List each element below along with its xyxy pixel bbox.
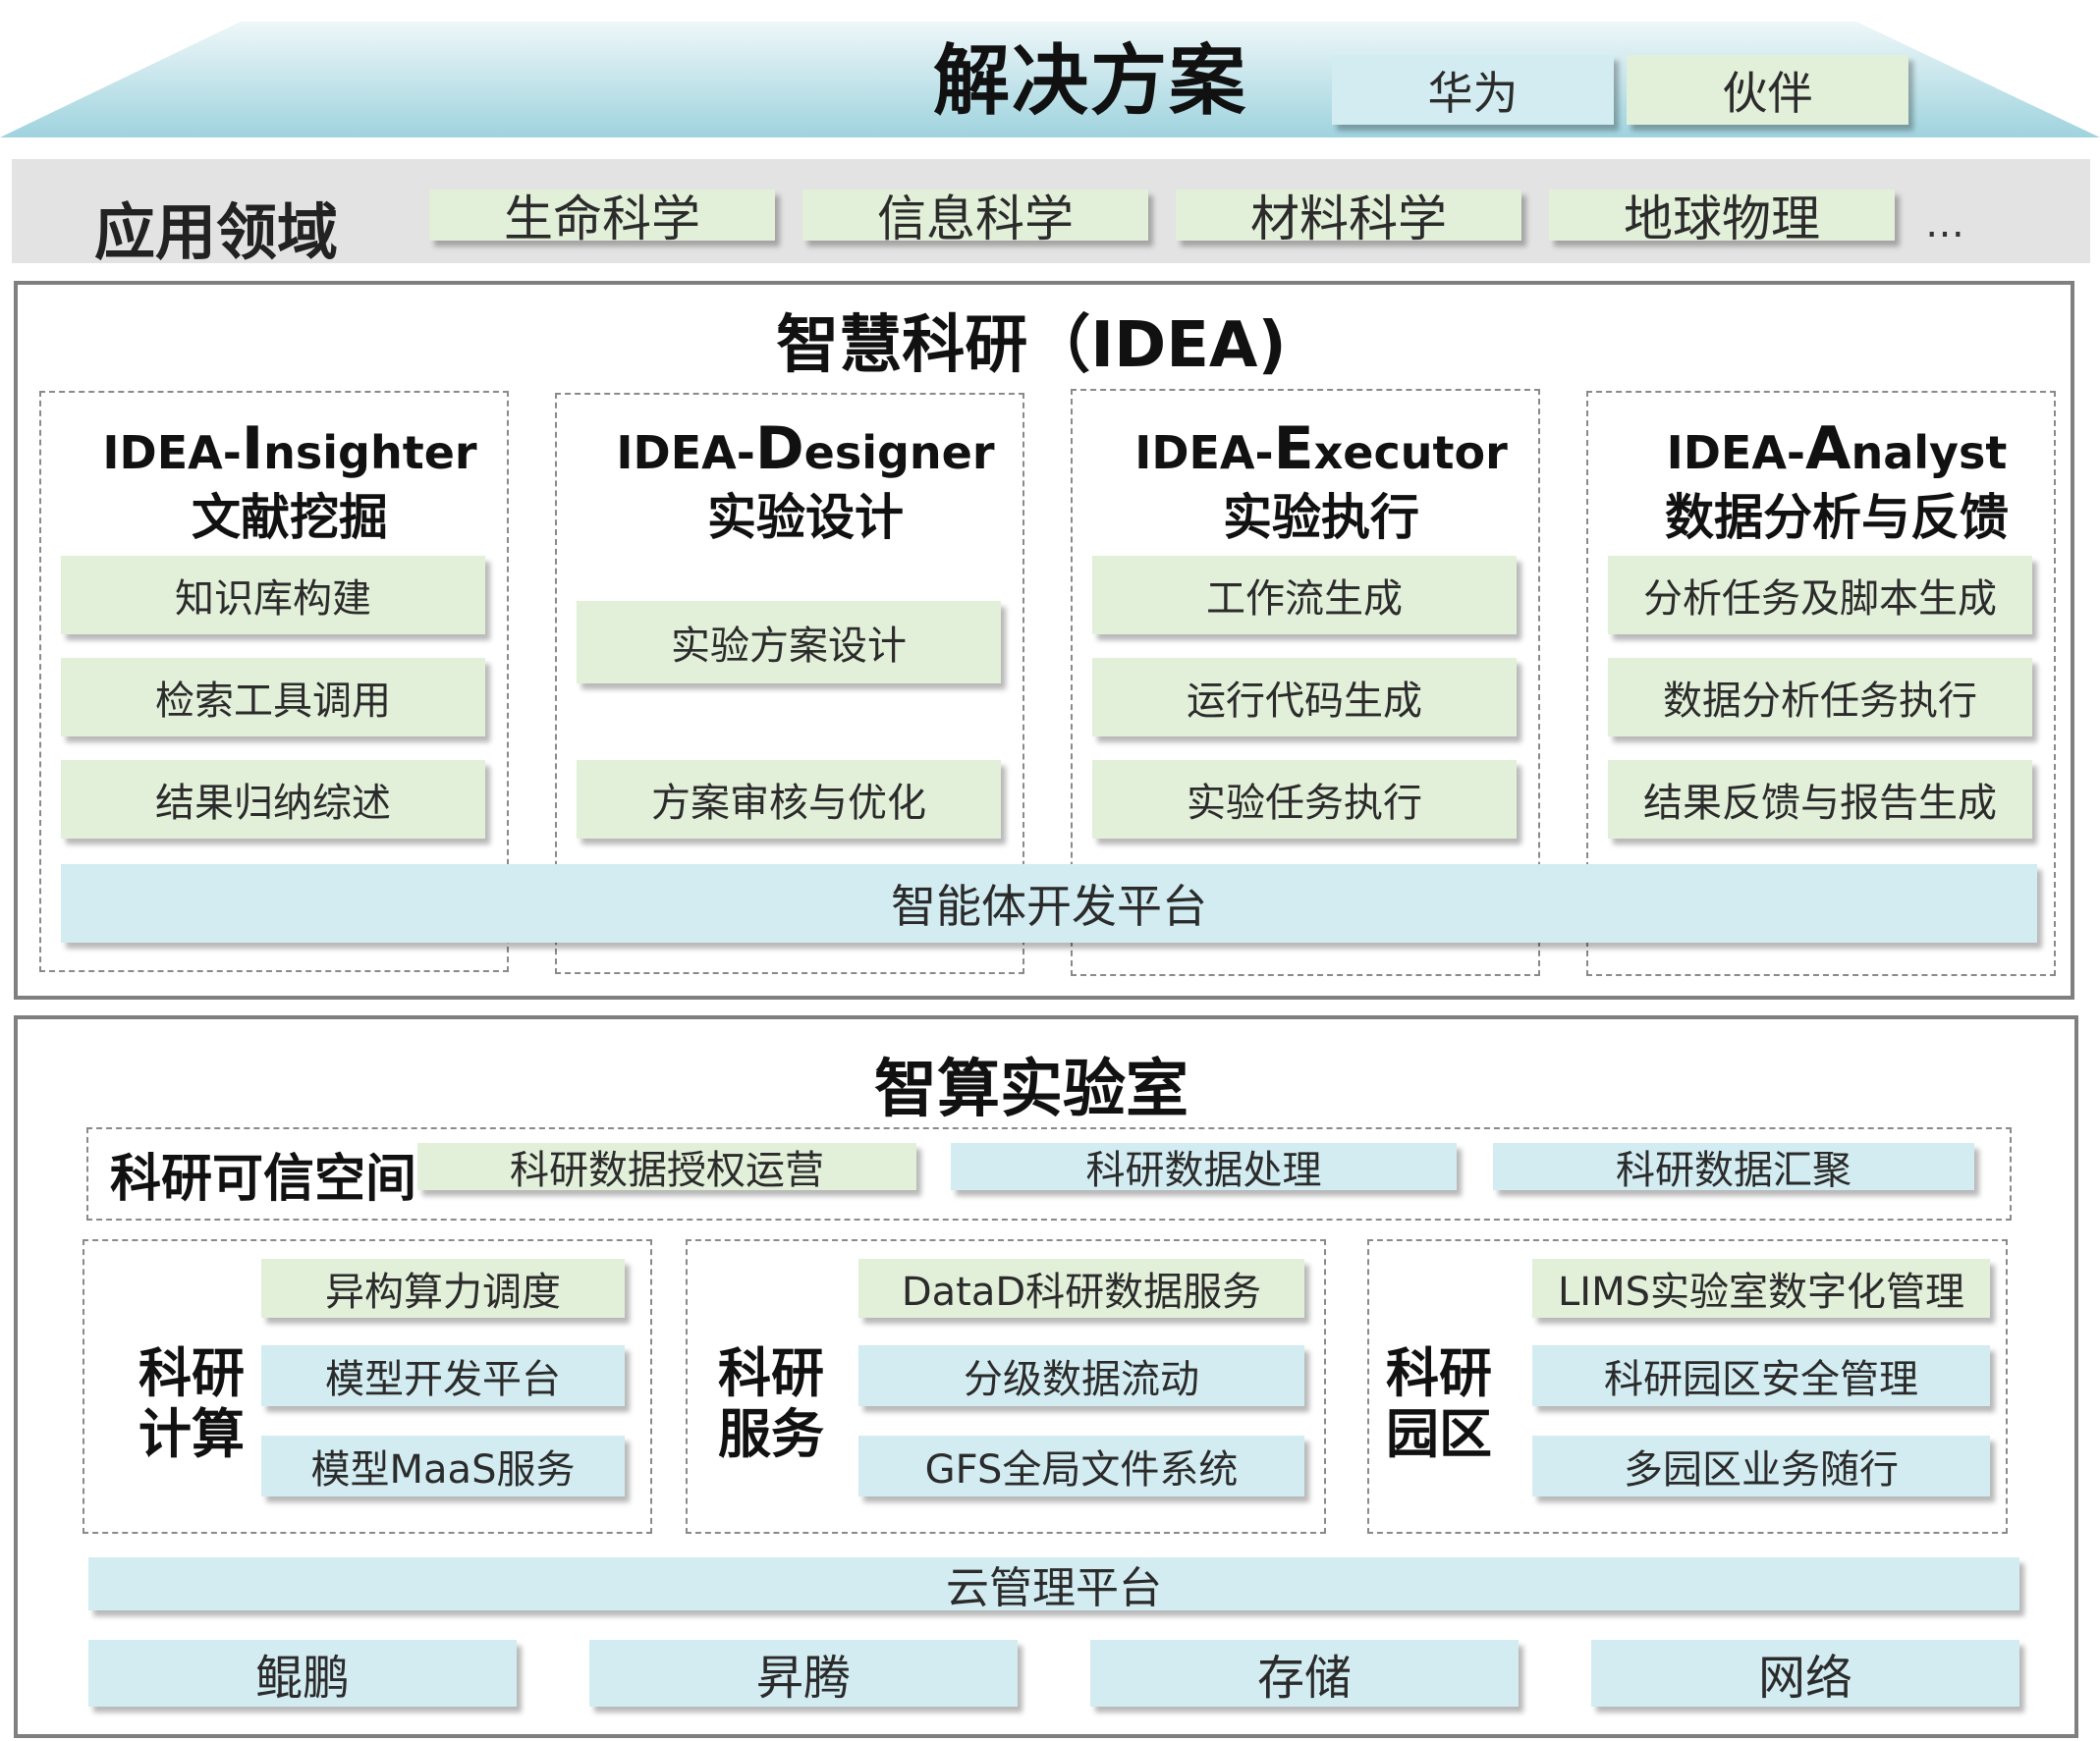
research-park-label: 科研 园区 [1386, 1342, 1492, 1465]
infra-kunpeng: 鲲鹏 [88, 1640, 517, 1707]
solution-tag-partner: 伙伴 [1627, 55, 1908, 125]
lab-service-item: 分级数据流动 [858, 1345, 1304, 1406]
idea-task: 检索工具调用 [61, 658, 485, 736]
agent-dev-platform: 智能体开发平台 [61, 864, 2037, 943]
lab-service-item: LIMS实验室数字化管理 [1532, 1259, 1990, 1318]
trusted-space-label: 科研可信空间 [110, 1150, 417, 1209]
lab-service-item: 科研园区安全管理 [1532, 1345, 1990, 1406]
trusted-space-item: 科研数据汇聚 [1493, 1143, 1974, 1193]
idea-task: 知识库构建 [61, 556, 485, 634]
idea-analyst-heading: IDEA-Analyst 数据分析与反馈 [1665, 414, 2009, 546]
idea-column-frame [1071, 389, 1540, 976]
application-item: 生命科学 [429, 190, 775, 247]
idea-task: 工作流生成 [1092, 556, 1517, 634]
idea-insighter-heading: IDEA-Insighter 文献挖掘 [102, 414, 477, 546]
lab-service-item: 多园区业务随行 [1532, 1436, 1990, 1496]
idea-task: 分析任务及脚本生成 [1608, 556, 2032, 634]
application-item: 材料科学 [1176, 190, 1521, 247]
idea-designer-heading: IDEA-Designer 实验设计 [616, 414, 995, 546]
idea-task: 结果反馈与报告生成 [1608, 760, 2032, 839]
infra-network: 网络 [1591, 1640, 2019, 1707]
research-service-frame [686, 1239, 1326, 1534]
idea-column-frame [1586, 391, 2056, 976]
idea-column-frame [555, 393, 1024, 974]
application-item: 地球物理 [1549, 190, 1895, 247]
research-compute-label: 科研 计算 [138, 1342, 245, 1465]
idea-task: 实验任务执行 [1092, 760, 1517, 839]
application-more: … [1925, 201, 1968, 246]
research-service-label: 科研 服务 [718, 1342, 824, 1465]
research-park-frame [1367, 1239, 2008, 1534]
solution-title: 解决方案 [932, 37, 1247, 126]
idea-task: 实验方案设计 [577, 601, 1001, 683]
lab-service-item: 模型MaaS服务 [261, 1436, 625, 1496]
idea-executor-heading: IDEA-Executor 实验执行 [1134, 414, 1508, 546]
lab-service-item: GFS全局文件系统 [858, 1436, 1304, 1496]
lab-service-item: 异构算力调度 [261, 1259, 625, 1318]
idea-task: 运行代码生成 [1092, 658, 1517, 736]
idea-frame [14, 281, 2074, 1000]
cloud-management-platform: 云管理平台 [88, 1557, 2019, 1613]
infra-ascend: 昇腾 [589, 1640, 1018, 1707]
infra-storage: 存储 [1090, 1640, 1519, 1707]
idea-task: 结果归纳综述 [61, 760, 485, 839]
application-title: 应用领域 [94, 196, 339, 268]
lab-title: 智算实验室 [874, 1054, 1188, 1126]
idea-task: 数据分析任务执行 [1608, 658, 2032, 736]
lab-service-item: 模型开发平台 [261, 1345, 625, 1406]
idea-task: 方案审核与优化 [577, 760, 1001, 839]
trusted-space-item: 科研数据处理 [951, 1143, 1457, 1193]
idea-title: 智慧科研（IDEA) [776, 309, 1287, 382]
trusted-space-item: 科研数据授权运营 [417, 1143, 916, 1193]
lab-frame [14, 1015, 2078, 1738]
idea-column-frame [39, 391, 509, 972]
lab-service-item: DataD科研数据服务 [858, 1259, 1304, 1318]
solution-tag-huawei: 华为 [1332, 55, 1614, 125]
research-compute-frame [83, 1239, 652, 1534]
application-item: 信息科学 [802, 190, 1148, 247]
trusted-space-frame [86, 1127, 2012, 1221]
